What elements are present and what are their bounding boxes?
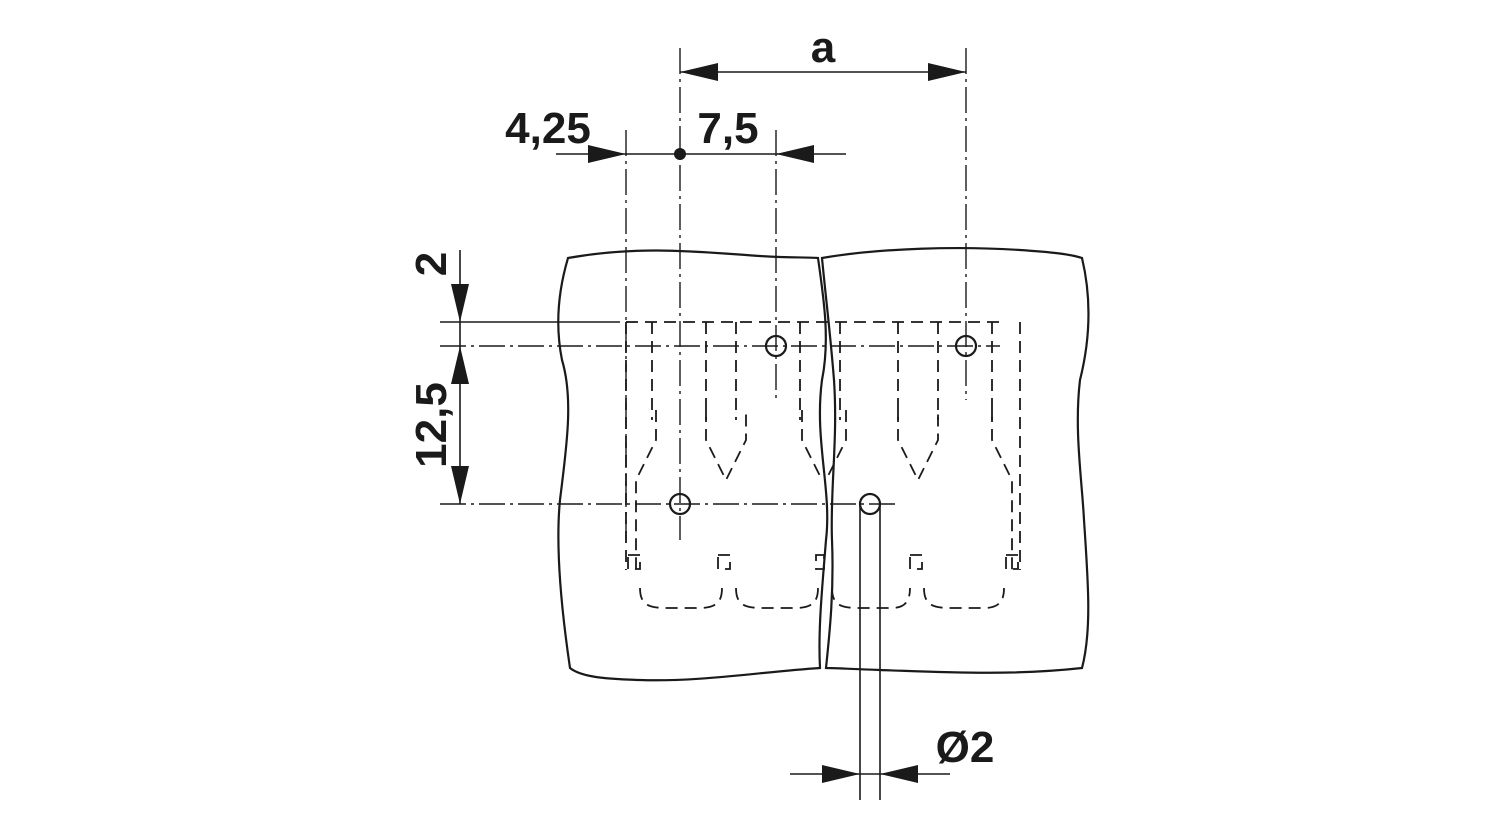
center-lines (440, 48, 1000, 540)
dimension-spacing-label: 7,5 (697, 104, 758, 153)
hole-top-1 (764, 334, 788, 358)
dimension-row-spacing-label: 12,5 (407, 382, 456, 468)
hole-bottom-1 (668, 492, 692, 516)
dimension-offset-spacing: 4,25 7,5 (505, 104, 846, 163)
block-outlines (557, 246, 1090, 682)
dimension-row-offset-label: 2 (407, 252, 456, 276)
dimension-a-label: a (811, 23, 836, 72)
dimension-row-spacing: 12,5 (407, 346, 469, 504)
dimension-a: a (680, 23, 966, 81)
dimension-row-offset: 2 (407, 250, 469, 346)
drill-holes (668, 334, 978, 516)
right-block-outline (820, 246, 1090, 674)
dimension-hole-diameter-label: Ø2 (936, 723, 995, 772)
hole-top-2 (954, 334, 978, 358)
dimension-offset-label: 4,25 (505, 104, 591, 153)
dimension-hole-diameter: Ø2 (790, 504, 994, 800)
left-block-outline (557, 249, 829, 682)
